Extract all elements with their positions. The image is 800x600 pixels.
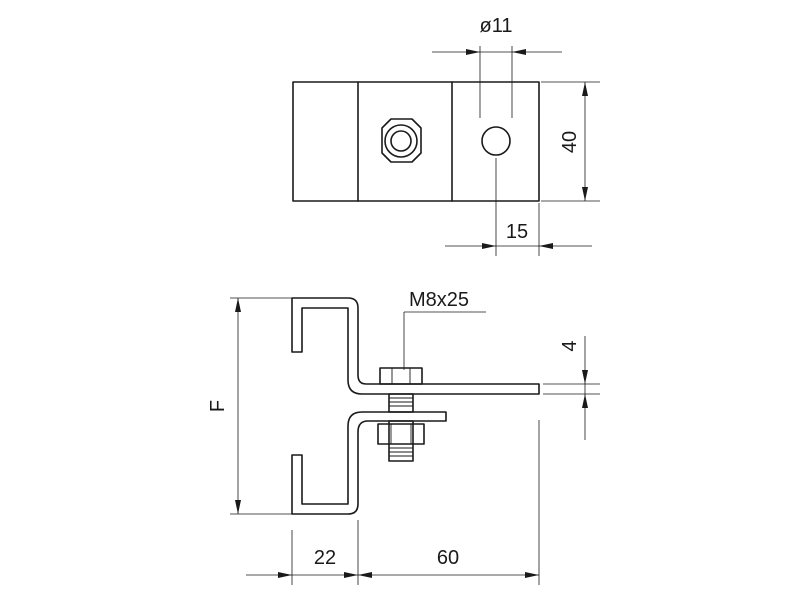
dim-width-40: [541, 81, 600, 202]
dim-22-label: 22: [314, 547, 336, 569]
dim-thickness-4: [543, 336, 600, 440]
dim-height-F: [230, 297, 292, 515]
clamp-body: [291, 297, 540, 515]
bolt-spec-label: M8x25: [409, 289, 469, 311]
dim-60-label: 60: [437, 547, 459, 569]
plate-outline: [292, 81, 540, 202]
bottom-nut: [377, 423, 425, 445]
dim-hole-diameter: [432, 46, 562, 118]
side-view: M8x25 4 F 22: [207, 289, 600, 585]
thickness-4-label: 4: [559, 340, 581, 351]
mounting-hole: [481, 126, 511, 156]
dim-bottom: [246, 420, 540, 585]
width-40-label: 40: [559, 131, 581, 153]
offset-15-label: 15: [506, 221, 528, 243]
top-view: ø11 40 15: [292, 15, 600, 256]
height-F-label: F: [207, 400, 229, 412]
top-nut: [379, 367, 423, 385]
bolt-thread: [388, 393, 414, 462]
hex-nut-top: [381, 118, 422, 163]
dim-offset-15: [445, 158, 592, 256]
hole-diameter-label: ø11: [480, 15, 513, 37]
